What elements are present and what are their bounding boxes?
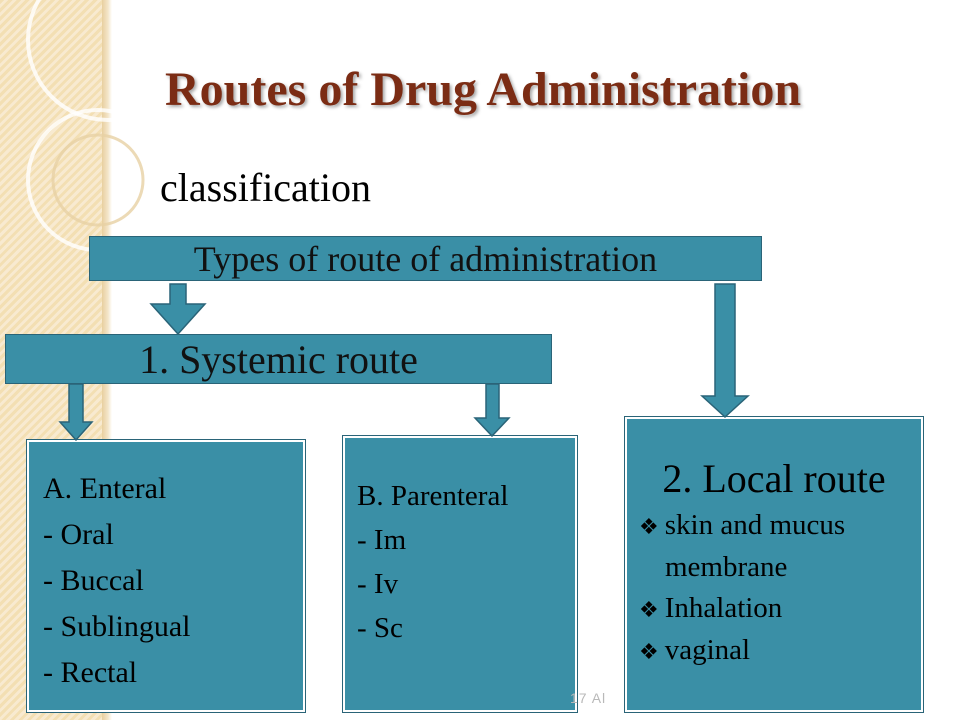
parenteral-item: - Sc — [357, 612, 403, 644]
down-arrow-icon — [473, 383, 511, 438]
systemic-route-label: 1. Systemic route — [139, 336, 418, 382]
enteral-node: A. Enteral - Oral - Buccal - Sublingual … — [27, 440, 305, 712]
local-item: ❖ vaginal — [639, 630, 921, 672]
parenteral-node: B. Parenteral - Im - Iv - Sc — [343, 436, 577, 712]
diamond-bullet-icon: ❖ — [639, 639, 659, 664]
down-arrow-icon — [700, 283, 750, 419]
enteral-heading: A. Enteral — [43, 472, 167, 505]
local-route-heading: 2. Local route — [662, 456, 886, 501]
local-item-label: Inhalation — [664, 592, 783, 624]
slide-subtitle: classification — [160, 165, 372, 210]
root-node-label: Types of route of administration — [193, 238, 658, 279]
decorative-circles — [26, 0, 190, 252]
local-item-continuation: membrane — [665, 551, 788, 583]
root-node: Types of route of administration — [89, 236, 762, 281]
local-item: ❖ Inhalation — [639, 588, 921, 630]
down-arrow-icon — [149, 283, 207, 336]
parenteral-item: - Iv — [357, 568, 399, 600]
local-item-label: vaginal — [664, 634, 751, 666]
enteral-item: - Rectal — [43, 656, 138, 689]
enteral-item: - Buccal — [43, 564, 144, 597]
diamond-bullet-icon: ❖ — [639, 597, 659, 622]
enteral-item: - Oral — [43, 518, 114, 551]
slide-title: Routes of Drug Administration — [165, 63, 802, 116]
slide-footer: 17 Al — [570, 690, 607, 706]
systemic-route-node: 1. Systemic route — [5, 334, 552, 384]
parenteral-heading: B. Parenteral — [357, 480, 509, 512]
local-route-node: 2. Local route ❖ skin and mucus membrane… — [625, 417, 923, 712]
diamond-bullet-icon: ❖ — [639, 514, 659, 539]
parenteral-item: - Im — [357, 524, 407, 556]
local-item-label: skin and mucus — [664, 509, 846, 541]
local-item: ❖ skin and mucus — [639, 505, 921, 547]
enteral-item: - Sublingual — [43, 610, 191, 643]
